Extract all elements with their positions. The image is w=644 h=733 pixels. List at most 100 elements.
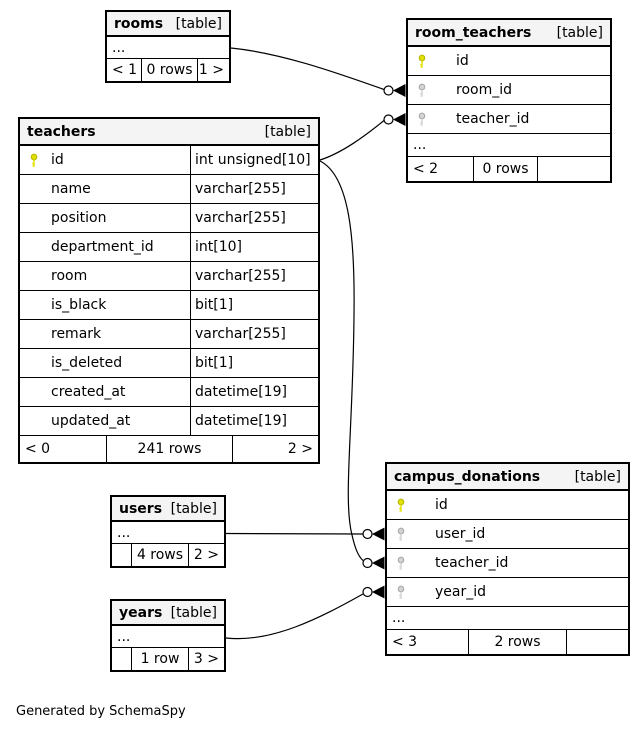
row-count: 4 rows (131, 544, 188, 566)
row-count: 241 rows (106, 436, 232, 462)
column-name: department_id (51, 239, 154, 255)
column-name: name (51, 181, 91, 197)
table-campus-donations-header[interactable]: campus_donations [table] (387, 464, 628, 491)
column-name: updated_at (51, 413, 131, 429)
ellipsis-row: ... (112, 522, 224, 544)
column-type: varchar[255] (190, 204, 318, 232)
column-name: id (456, 53, 469, 69)
foreign-key-icon (387, 585, 416, 600)
table-name: room_teachers (415, 24, 532, 41)
column-type: int[10] (190, 233, 318, 261)
row-count: 0 rows (473, 157, 537, 181)
table-rooms-header[interactable]: rooms [table] (107, 12, 229, 37)
column-name: year_id (435, 584, 487, 600)
table-name: rooms (114, 15, 164, 32)
ellipsis-row: ... (112, 626, 224, 648)
column-name: user_id (435, 526, 486, 542)
edge-teachers-to-room-teachers (319, 120, 385, 161)
foreign-key-icon (387, 527, 416, 542)
table-users-header[interactable]: users [table] (112, 497, 224, 522)
table-room-teachers-header[interactable]: room_teachers [table] (408, 20, 610, 47)
column-name: position (51, 210, 107, 226)
table-years-footer: 1 row 3 > (112, 648, 224, 670)
table-tag: [table] (264, 123, 311, 140)
row-count: 0 rows (141, 59, 197, 81)
related-right-count: 2 > (232, 436, 318, 462)
column-type: varchar[255] (190, 320, 318, 348)
column-name: created_at (51, 384, 126, 400)
related-left-count (112, 544, 131, 566)
column-row: room_id (408, 76, 610, 105)
ellipsis-row: ... (408, 134, 610, 157)
column-name: is_black (51, 297, 107, 313)
table-teachers-header[interactable]: teachers [table] (20, 119, 318, 146)
row-count: 2 rows (468, 630, 566, 654)
primary-key-icon (387, 498, 416, 513)
generated-by-label: Generated by SchemaSpy (16, 704, 186, 719)
table-teachers-footer: < 0 241 rows 2 > (20, 436, 318, 462)
related-left-count: < 1 (112, 62, 138, 78)
table-campus-donations-footer: < 3 2 rows (387, 630, 628, 654)
column-name: is_deleted (51, 355, 123, 371)
table-room-teachers-footer: < 2 0 rows (408, 157, 610, 181)
table-tag: [table] (556, 24, 603, 41)
table-name: years (119, 604, 163, 621)
column-row: room varchar[255] (20, 262, 318, 291)
related-left-count: < 2 (413, 161, 439, 177)
column-type: bit[1] (190, 349, 318, 377)
column-row: id (408, 47, 610, 76)
column-name: room (51, 268, 88, 284)
foreign-key-icon (408, 83, 437, 98)
table-rooms-footer: < 1 0 rows 1 > (107, 59, 229, 81)
column-row: updated_at datetime[19] (20, 407, 318, 436)
column-type: varchar[255] (190, 175, 318, 203)
table-years: years [table] ... 1 row 3 > (110, 599, 226, 672)
column-row: teacher_id (387, 549, 628, 578)
related-left-count: < 0 (25, 441, 51, 457)
table-tag: [table] (170, 604, 217, 621)
table-teachers: teachers [table] id int unsigned[10] nam… (18, 117, 320, 464)
table-users-footer: 4 rows 2 > (112, 544, 224, 566)
row-count: 1 row (131, 648, 188, 670)
table-tag: [table] (574, 468, 621, 485)
edge-teachers-to-campus-donations (319, 160, 364, 561)
primary-key-icon (20, 153, 49, 168)
related-left-count (112, 648, 131, 670)
table-room-teachers: room_teachers [table] id room_id teacher… (406, 18, 612, 183)
column-type: bit[1] (190, 291, 318, 319)
table-tag: [table] (170, 500, 217, 517)
table-users: users [table] ... 4 rows 2 > (110, 495, 226, 568)
column-row: name varchar[255] (20, 175, 318, 204)
column-row: id int unsigned[10] (20, 146, 318, 175)
column-row: user_id (387, 520, 628, 549)
related-right-count: 2 > (188, 544, 224, 566)
table-name: users (119, 500, 163, 517)
column-row: remark varchar[255] (20, 320, 318, 349)
related-right-count (566, 630, 628, 654)
related-right-count: 1 > (197, 59, 229, 81)
column-row: is_deleted bit[1] (20, 349, 318, 378)
foreign-key-icon (408, 112, 437, 127)
table-years-header[interactable]: years [table] (112, 601, 224, 626)
table-rooms: rooms [table] ... < 1 0 rows 1 > (105, 10, 231, 83)
column-row: teacher_id (408, 105, 610, 134)
table-name: teachers (27, 123, 96, 140)
edge-users-to-campus-donations (225, 532, 364, 535)
column-type: int unsigned[10] (190, 146, 318, 174)
column-row: position varchar[255] (20, 204, 318, 233)
column-type: datetime[19] (190, 378, 318, 406)
related-left-count: < 3 (392, 634, 418, 650)
ellipsis-row: ... (107, 37, 229, 59)
column-name: id (435, 497, 448, 513)
column-row: id (387, 491, 628, 520)
foreign-key-icon (387, 556, 416, 571)
column-name: teacher_id (435, 555, 509, 571)
table-tag: [table] (175, 15, 222, 32)
column-row: is_black bit[1] (20, 291, 318, 320)
related-right-count (537, 157, 610, 181)
edge-rooms-to-room-teachers (230, 47, 385, 91)
column-type: varchar[255] (190, 262, 318, 290)
column-row: year_id (387, 578, 628, 607)
edge-years-to-campus-donations (225, 593, 364, 640)
